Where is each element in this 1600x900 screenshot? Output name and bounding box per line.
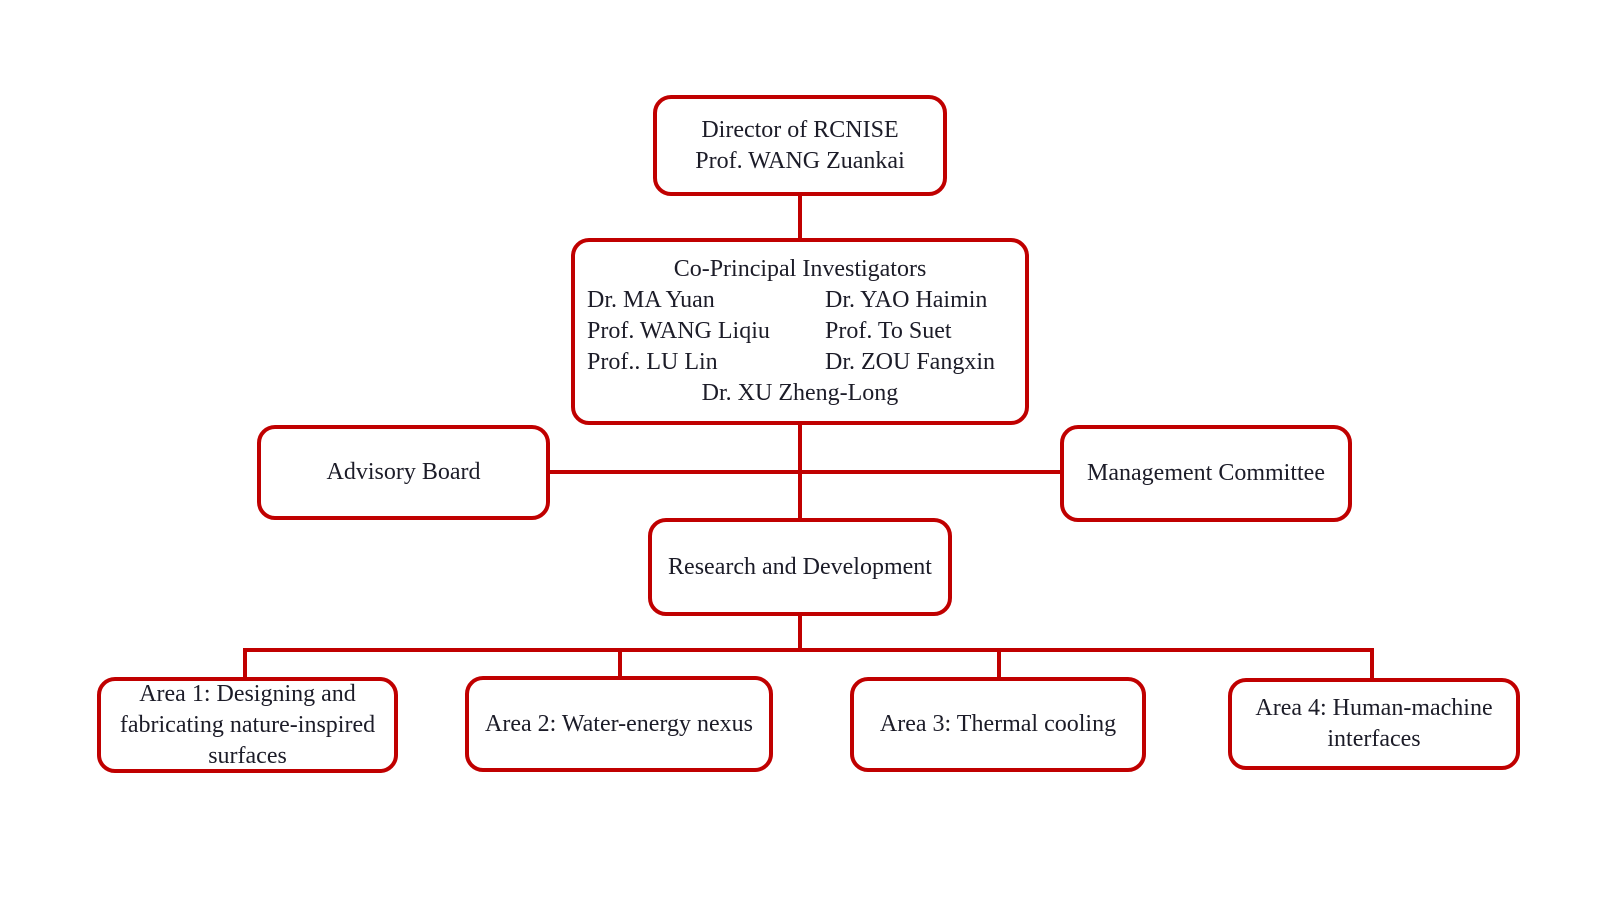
copi-name: Prof.. LU Lin — [587, 349, 718, 375]
copi-name: Dr. YAO Haimin — [825, 287, 988, 313]
area-4-label: Area 4: Human-machine interfaces — [1255, 695, 1493, 752]
copi-name: Dr. ZOU Fangxin — [825, 349, 995, 375]
advisory-board-box: Advisory Board — [257, 425, 550, 520]
area-2-label: Area 2: Water-energy nexus — [485, 710, 753, 737]
copi-name: Dr. MA Yuan — [587, 287, 715, 313]
connector-director-to-copi — [798, 194, 802, 240]
area-3-box: Area 3: Thermal cooling — [850, 677, 1146, 772]
area-3-label: Area 3: Thermal cooling — [879, 711, 1117, 737]
area-4-box: Area 4: Human-machine interfaces — [1228, 678, 1520, 770]
copi-name: Prof. To Suet — [825, 318, 952, 344]
research-and-development-box: Research and Development — [648, 518, 952, 616]
connector-advisory-to-management — [548, 470, 1062, 474]
connector-areas-bus — [243, 648, 1374, 652]
director-title: Director of RCNISE — [701, 116, 899, 143]
advisory-board-label: Advisory Board — [326, 459, 481, 485]
copi-name-grid: Dr. MA Yuan Dr. YAO Haimin Prof. WANG Li… — [581, 285, 1019, 378]
director-box: Director of RCNISE Prof. WANG Zuankai — [653, 95, 947, 196]
area-1-box: Area 1: Designing and fabricating nature… — [97, 677, 398, 773]
copi-name: Prof. WANG Liqiu — [587, 318, 770, 344]
connector-stub-area3 — [997, 650, 1001, 679]
area-1-label: Area 1: Designing and fabricating nature… — [119, 680, 376, 769]
connector-stub-area2 — [618, 650, 622, 678]
management-committee-label: Management Committee — [1087, 460, 1325, 486]
copi-name: Dr. XU Zheng-Long — [701, 380, 899, 406]
director-name: Prof. WANG Zuankai — [695, 147, 905, 174]
co-principal-investigators-box: Co-Principal Investigators Dr. MA Yuan D… — [571, 238, 1029, 425]
area-2-box: Area 2: Water-energy nexus — [465, 676, 773, 772]
connector-stub-area4 — [1370, 650, 1374, 680]
connector-stub-area1 — [243, 650, 247, 679]
copi-title: Co-Principal Investigators — [673, 256, 927, 282]
management-committee-box: Management Committee — [1060, 425, 1352, 522]
connector-rnd-to-bus — [798, 614, 802, 652]
research-and-development-label: Research and Development — [668, 553, 932, 580]
